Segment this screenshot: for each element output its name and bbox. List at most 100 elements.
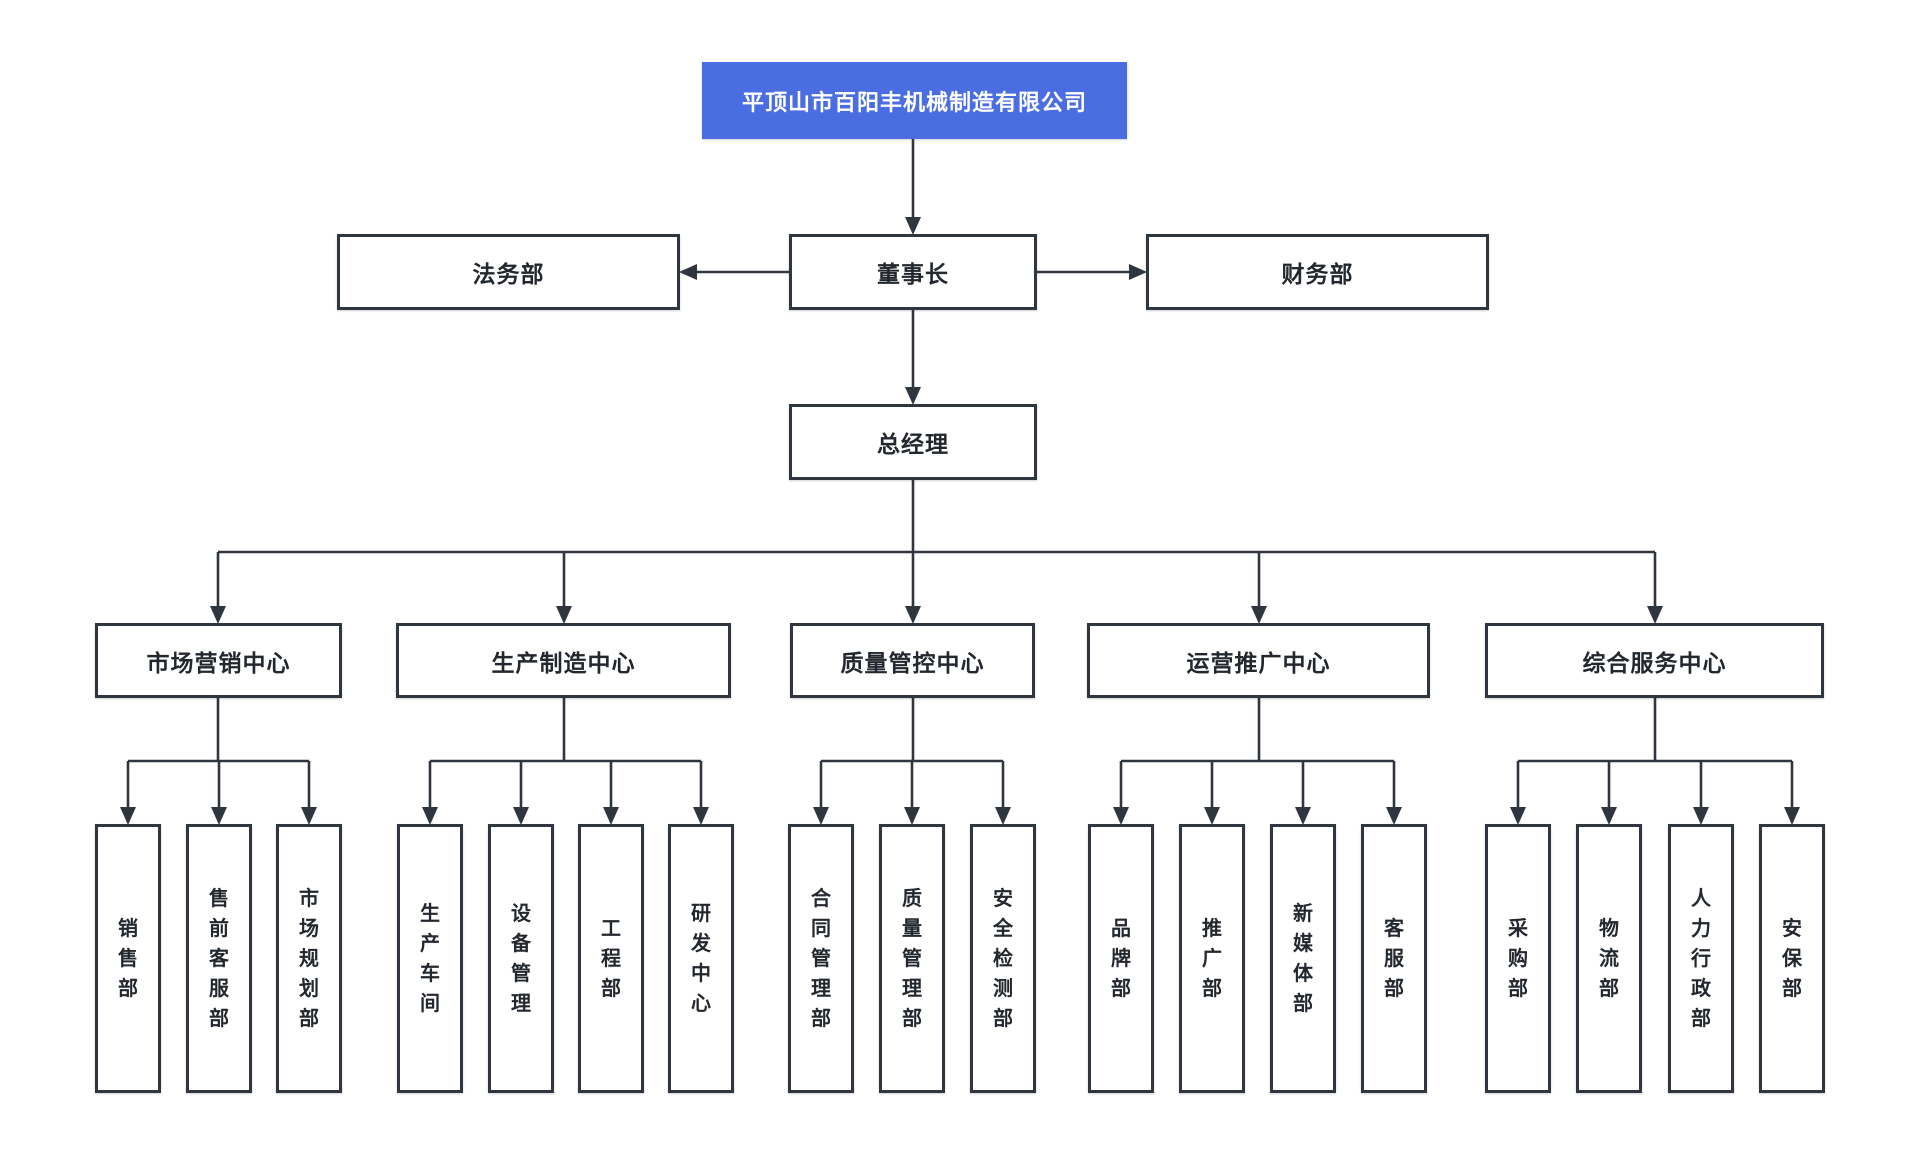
leaf-label-char: 安 xyxy=(1782,917,1802,940)
node-chairman-label: 董事长 xyxy=(877,261,949,287)
leaf-label-char: 品 xyxy=(1111,917,1131,940)
leaf-label-char: 部 xyxy=(1782,977,1802,1000)
node-finance-dept-label: 财务部 xyxy=(1281,261,1354,287)
leaf-label-char: 生 xyxy=(420,902,440,925)
leaf-label-char: 行 xyxy=(1691,947,1711,970)
leaf-label-char: 服 xyxy=(209,977,229,1000)
arrowhead-down-icon xyxy=(995,807,1011,825)
node-dept-rd-center[interactable]: 研发中心 xyxy=(668,824,734,1093)
connector-line xyxy=(1516,698,1794,807)
leaf-label-char: 间 xyxy=(420,992,440,1015)
arrowhead-right-icon xyxy=(1129,264,1147,280)
leaf-label-char: 管 xyxy=(511,962,531,985)
leaf-label-char: 同 xyxy=(811,917,831,940)
node-legal-dept[interactable]: 法务部 xyxy=(337,234,680,310)
leaf-label-char: 设 xyxy=(511,902,531,925)
leaf-label-char: 测 xyxy=(993,977,1013,1000)
leaf-label-char: 理 xyxy=(811,977,831,1000)
node-dept-security-label: 安保部 xyxy=(1762,827,1822,1090)
node-dept-equipment-management[interactable]: 设备管理 xyxy=(488,824,554,1093)
leaf-label-char: 理 xyxy=(511,992,531,1015)
node-company-label: 平顶山市百阳丰机械制造有限公司 xyxy=(741,89,1087,115)
node-dept-presales-service[interactable]: 售前客服部 xyxy=(186,824,252,1093)
node-center-services-label: 综合服务中心 xyxy=(1582,649,1727,676)
node-dept-hr-admin[interactable]: 人力行政部 xyxy=(1668,824,1734,1093)
node-dept-market-planning-label: 市场规划部 xyxy=(279,827,339,1090)
node-center-marketing[interactable]: 市场营销中心 xyxy=(95,623,342,698)
leaf-label-char: 安 xyxy=(993,887,1013,910)
leaf-label-char: 物 xyxy=(1599,917,1619,940)
arrowhead-left-icon xyxy=(679,264,697,280)
leaf-label-char: 客 xyxy=(1384,917,1404,940)
leaf-label-char: 销 xyxy=(118,917,138,940)
node-center-quality[interactable]: 质量管控中心 xyxy=(790,623,1035,698)
leaf-label-char: 管 xyxy=(902,947,922,970)
node-dept-brand[interactable]: 品牌部 xyxy=(1088,824,1154,1093)
node-dept-promotion[interactable]: 推广部 xyxy=(1179,824,1245,1093)
leaf-label-char: 购 xyxy=(1508,947,1528,970)
arrowhead-down-icon xyxy=(813,807,829,825)
leaf-label-char: 部 xyxy=(1293,992,1313,1015)
leaf-label-char: 政 xyxy=(1691,977,1711,1000)
node-dept-new-media-label: 新媒体部 xyxy=(1273,827,1333,1090)
arrowhead-down-icon xyxy=(120,807,136,825)
node-dept-engineering-label: 工程部 xyxy=(581,827,641,1090)
node-dept-contract-management[interactable]: 合同管理部 xyxy=(788,824,854,1093)
arrowhead-down-icon xyxy=(513,807,529,825)
leaf-label-char: 部 xyxy=(118,977,138,1000)
arrowhead-down-icon xyxy=(905,217,921,235)
arrowhead-down-icon xyxy=(1386,807,1402,825)
arrowhead-down-icon xyxy=(301,807,317,825)
node-dept-sales[interactable]: 销售部 xyxy=(95,824,161,1093)
leaf-label-char: 发 xyxy=(691,932,711,955)
leaf-label-char: 广 xyxy=(1202,947,1222,970)
node-center-operations[interactable]: 运营推广中心 xyxy=(1087,623,1430,698)
leaf-label-char: 场 xyxy=(299,917,319,940)
node-dept-procurement[interactable]: 采购部 xyxy=(1485,824,1551,1093)
leaf-label-char: 部 xyxy=(1599,977,1619,1000)
node-dept-engineering[interactable]: 工程部 xyxy=(578,824,644,1093)
leaf-label-char: 媒 xyxy=(1293,932,1313,955)
leaf-label-char: 部 xyxy=(1508,977,1528,1000)
node-finance-dept[interactable]: 财务部 xyxy=(1146,234,1489,310)
node-dept-safety-inspection[interactable]: 安全检测部 xyxy=(970,824,1036,1093)
node-legal-dept-label: 法务部 xyxy=(472,261,545,287)
arrowhead-down-icon xyxy=(1601,807,1617,825)
node-general-manager[interactable]: 总经理 xyxy=(789,404,1037,480)
arrowhead-down-icon xyxy=(422,807,438,825)
leaf-label-char: 部 xyxy=(1384,977,1404,1000)
leaf-label-char: 部 xyxy=(1111,977,1131,1000)
leaf-label-char: 规 xyxy=(299,947,319,970)
leaf-label-char: 管 xyxy=(811,947,831,970)
node-dept-hr-admin-label: 人力行政部 xyxy=(1671,827,1731,1090)
node-dept-production-workshop[interactable]: 生产车间 xyxy=(397,824,463,1093)
node-dept-safety-inspection-label: 安全检测部 xyxy=(973,827,1033,1090)
node-dept-security[interactable]: 安保部 xyxy=(1759,824,1825,1093)
leaf-label-char: 程 xyxy=(601,947,621,970)
node-dept-customer-service[interactable]: 客服部 xyxy=(1361,824,1427,1093)
connector-chairman-finance xyxy=(1037,264,1147,280)
node-company[interactable]: 平顶山市百阳丰机械制造有限公司 xyxy=(702,62,1127,139)
node-dept-quality-management[interactable]: 质量管理部 xyxy=(879,824,945,1093)
node-center-production-label: 生产制造中心 xyxy=(491,649,636,676)
leaf-label-char: 市 xyxy=(299,887,319,910)
arrowhead-down-icon xyxy=(1113,807,1129,825)
arrowhead-down-icon xyxy=(905,606,921,624)
leaf-label-char: 牌 xyxy=(1111,947,1131,970)
arrowhead-down-icon xyxy=(1693,807,1709,825)
connector-services-children xyxy=(1510,698,1800,825)
node-center-services[interactable]: 综合服务中心 xyxy=(1485,623,1824,698)
node-dept-market-planning[interactable]: 市场规划部 xyxy=(276,824,342,1093)
node-dept-new-media[interactable]: 新媒体部 xyxy=(1270,824,1336,1093)
leaf-label-char: 售 xyxy=(209,887,229,910)
arrowhead-down-icon xyxy=(904,807,920,825)
node-dept-presales-service-label: 售前客服部 xyxy=(189,827,249,1090)
node-dept-logistics[interactable]: 物流部 xyxy=(1576,824,1642,1093)
node-center-production[interactable]: 生产制造中心 xyxy=(396,623,731,698)
node-dept-rd-center-label: 研发中心 xyxy=(671,827,731,1090)
node-chairman[interactable]: 董事长 xyxy=(789,234,1037,310)
leaf-label-char: 客 xyxy=(209,947,229,970)
node-dept-brand-label: 品牌部 xyxy=(1091,827,1151,1090)
leaf-label-char: 部 xyxy=(993,1007,1013,1030)
